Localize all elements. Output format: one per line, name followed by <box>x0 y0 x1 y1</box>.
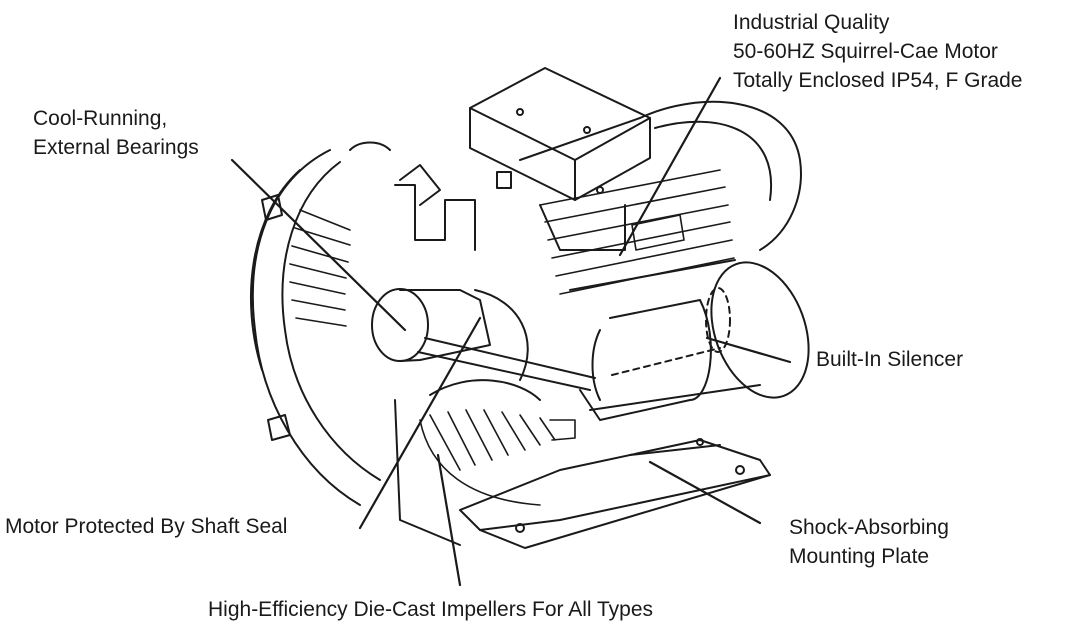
leader-motor <box>618 76 722 257</box>
callout-lines <box>230 76 792 587</box>
leader-silencer <box>705 336 792 364</box>
motor-housing <box>519 100 810 411</box>
motor-callout-line-3: Totally Enclosed IP54, F Grade <box>733 69 1023 92</box>
impellers-callout-text: High-Efficiency Die-Cast Impellers For A… <box>208 598 654 621</box>
mounting-plate-callout-line-2: Mounting Plate <box>789 545 930 568</box>
motor-fins <box>539 169 735 295</box>
leader-impellers <box>436 453 462 587</box>
silencer-tube <box>579 287 731 421</box>
motor-callout-line-2: 50-60HZ Squirrel-Cae Motor <box>733 40 998 63</box>
cutaway-center <box>371 164 596 546</box>
terminal-box <box>469 67 651 251</box>
mounting-plate-callout: Shock-Absorbing Mounting Plate <box>789 513 949 571</box>
lower-impeller <box>419 409 576 506</box>
leader-bearings <box>230 158 407 332</box>
silencer-callout-text: Built-In Silencer <box>816 348 964 371</box>
impeller-blades <box>289 209 351 327</box>
bearings-callout-line-1: Cool-Running, <box>33 107 168 130</box>
silencer-callout: Built-In Silencer <box>816 345 963 374</box>
motor-callout-line-1: Industrial Quality <box>733 11 890 34</box>
motor-callout: Industrial Quality 50-60HZ Squirrel-Cae … <box>733 8 1022 95</box>
shaft-seal-callout: Motor Protected By Shaft Seal <box>5 512 287 541</box>
leader-shock <box>648 460 762 525</box>
bearings-callout: Cool-Running, External Bearings <box>33 104 199 162</box>
blower-casing <box>249 141 391 506</box>
bearings-callout-line-2: External Bearings <box>33 136 199 159</box>
shaft-seal-callout-text: Motor Protected By Shaft Seal <box>5 515 288 538</box>
impellers-callout: High-Efficiency Die-Cast Impellers For A… <box>208 595 653 624</box>
leader-seal <box>358 316 482 530</box>
mounting-plate <box>459 438 771 549</box>
mounting-plate-callout-line-1: Shock-Absorbing <box>789 516 949 539</box>
